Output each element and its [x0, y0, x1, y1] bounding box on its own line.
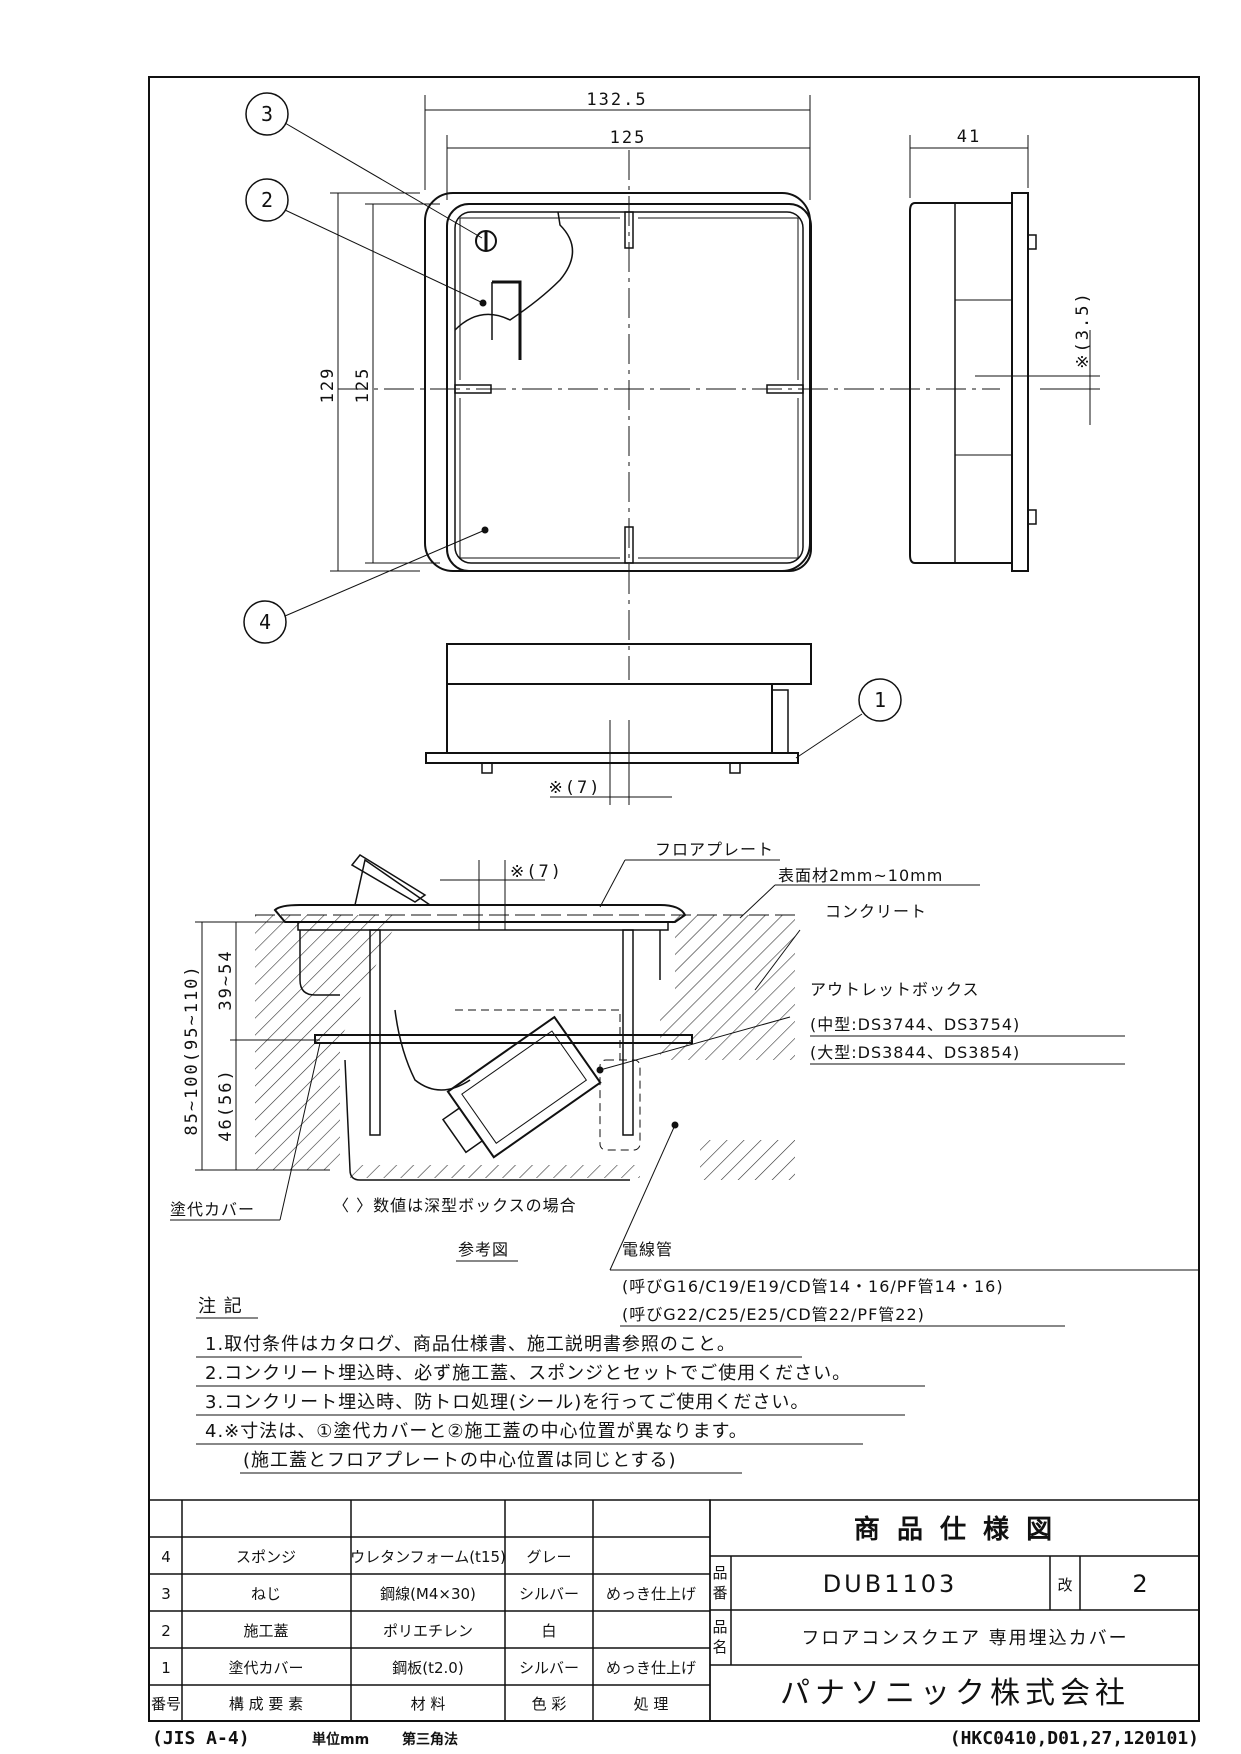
dim-section-offset: ※(7)	[510, 862, 563, 882]
label-surface: 表面材2mm~10mm	[778, 866, 943, 885]
label-deep-note: 〈 〉数値は深型ボックスの場合	[333, 1196, 577, 1215]
title-block-label-name-1: 品	[712, 1618, 727, 1636]
drawing-frame	[148, 76, 1200, 1722]
label-reference: 参考図	[458, 1240, 509, 1259]
callout-3-label: 3	[261, 102, 273, 126]
parts-row-3-color: シルバー	[519, 1585, 579, 1603]
title-block-product-no: DUB1103	[823, 1570, 958, 1598]
label-outlet-box: アウトレットボックス	[810, 980, 980, 999]
dim-height-inner: 125	[353, 367, 373, 404]
label-conduit-2: (呼びG22/C25/E25/CD管22/PF管22)	[622, 1305, 925, 1324]
parts-row-4-name: スポンジ	[236, 1548, 296, 1566]
parts-row-1-finish: めっき仕上げ	[606, 1659, 696, 1677]
callout-1	[858, 678, 902, 722]
parts-row-3-name: ねじ	[251, 1585, 281, 1603]
dim-depth: 41	[957, 127, 981, 147]
footer-standard: (JIS A-4)	[152, 1728, 250, 1749]
dim-section-upper: 39~54	[216, 949, 236, 1010]
parts-row-3-no: 3	[161, 1585, 171, 1603]
section-view	[170, 854, 1200, 1271]
title-block	[709, 1499, 1200, 1722]
front-view	[425, 643, 863, 805]
parts-row-2-name: 施工蓋	[243, 1622, 288, 1640]
title-block-label-no-1: 品	[712, 1564, 727, 1582]
parts-header-no: 番号	[151, 1695, 181, 1713]
label-floor-plate: フロアプレート	[655, 840, 774, 859]
parts-row-2-material: ポリエチレン	[383, 1622, 473, 1640]
parts-table	[148, 1499, 711, 1722]
callout-4-label: 4	[259, 610, 271, 634]
parts-row-3-material: 鋼線(M4×30)	[380, 1585, 476, 1603]
callout-1-label: 1	[874, 688, 886, 712]
title-block-label-no-2: 番	[712, 1584, 727, 1602]
title-block-rev: 2	[1132, 1570, 1147, 1598]
footer-doc-code: (HKC0410,D01,27,120101)	[950, 1728, 1199, 1749]
callout-group: 3 2 4 1	[243, 92, 902, 722]
footer-unit: 単位mm	[312, 1731, 369, 1748]
parts-row-1-color: シルバー	[519, 1659, 579, 1677]
callout-3	[245, 92, 289, 136]
title-block-company: パナソニック株式会社	[780, 1676, 1130, 1711]
footer-projection: 第三角法	[402, 1731, 458, 1748]
label-box-large: (大型:DS3844、DS3854)	[810, 1043, 1020, 1062]
title-block-title: 商 品 仕 様 図	[854, 1514, 1056, 1545]
parts-header-material: 材 料	[411, 1695, 446, 1713]
label-concrete: コンクリート	[825, 902, 927, 921]
parts-row-2-color: 白	[541, 1622, 556, 1640]
note-line-2: 2.コンクリート埋込時、必ず施工蓋、スポンジとセットでご使用ください。	[205, 1363, 851, 1384]
dim-height-outer: 129	[318, 367, 338, 404]
label-conduit: 電線管	[622, 1240, 673, 1259]
parts-row-3-finish: めっき仕上げ	[606, 1585, 696, 1603]
parts-row-1-material: 鋼板(t2.0)	[392, 1659, 463, 1677]
top-view	[284, 95, 1000, 680]
parts-header-finish: 処 理	[634, 1695, 669, 1713]
note-line-5: (施工蓋とフロアプレートの中心位置は同じとする)	[243, 1450, 677, 1471]
title-block-label-name-2: 名	[712, 1638, 727, 1656]
title-block-rev-label: 改	[1057, 1576, 1072, 1594]
note-line-3: 3.コンクリート埋込時、防トロ処理(シール)を行ってご使用ください。	[205, 1392, 809, 1413]
parts-header-name: 構 成 要 素	[229, 1695, 303, 1713]
parts-row-4-no: 4	[161, 1548, 171, 1566]
label-cover: 塗代カバー	[170, 1200, 255, 1219]
note-line-4: 4.※寸法は、①塗代カバーと②施工蓋の中心位置が異なります。	[205, 1420, 748, 1442]
dim-width-outer: 132.5	[586, 90, 647, 110]
callout-2-label: 2	[261, 188, 273, 212]
label-conduit-1: (呼びG16/C19/E19/CD管14・16/PF管14・16)	[622, 1277, 1004, 1296]
dim-section-lower: 46(56)	[216, 1068, 236, 1141]
parts-header-color: 色 彩	[532, 1695, 567, 1713]
parts-row-1-no: 1	[161, 1659, 171, 1677]
parts-row-1-name: 塗代カバー	[228, 1659, 303, 1677]
note-line-1: 1.取付条件はカタログ、商品仕様書、施工説明書参照のこと。	[205, 1334, 736, 1355]
label-box-mid: (中型:DS3744、DS3754)	[810, 1015, 1020, 1034]
notes-heading: 注 記	[198, 1296, 243, 1317]
parts-row-4-color: グレー	[526, 1548, 571, 1566]
title-block-product-name: フロアコンスクエア 専用埋込カバー	[801, 1628, 1128, 1649]
dim-front-offset: ※(7)	[549, 778, 602, 798]
dim-section-total: 85~100(95~110)	[182, 964, 202, 1135]
side-view	[909, 135, 1100, 572]
parts-row-4-material: ウレタンフォーム(t15)	[350, 1548, 506, 1566]
dim-width-inner: 125	[610, 128, 647, 148]
dim-side-offset: ※(3.5)	[1073, 291, 1093, 368]
callout-2	[245, 178, 289, 222]
parts-row-2-no: 2	[161, 1622, 171, 1640]
callout-4	[243, 600, 287, 644]
